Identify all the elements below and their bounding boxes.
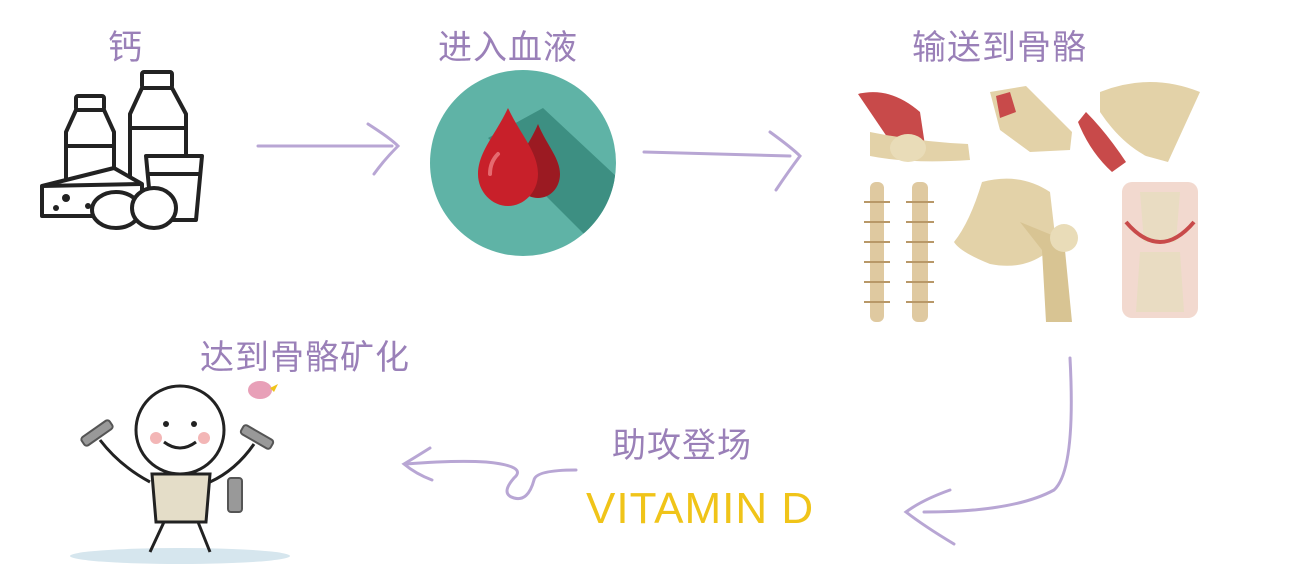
exercising-figure-icon [60,370,300,570]
dairy-food-icon [38,68,218,238]
vitamin-d-label: VITAMIN D [586,484,815,533]
mineralization-label: 达到骨骼矿化 [200,338,410,378]
blood-label: 进入血液 [438,28,578,68]
arrow-bones-to-vitamin [884,350,1084,550]
bone-collage-icon [850,72,1220,332]
arrow-calcium-to-blood [252,112,412,182]
blood-drop-icon [428,68,618,258]
arrow-vitamin-to-mineralization [396,440,586,520]
arrow-blood-to-bones [640,118,810,198]
calcium-label: 钙 [108,28,143,68]
bones-label: 输送到骨骼 [912,28,1087,68]
help-label: 助攻登场 [612,426,752,466]
